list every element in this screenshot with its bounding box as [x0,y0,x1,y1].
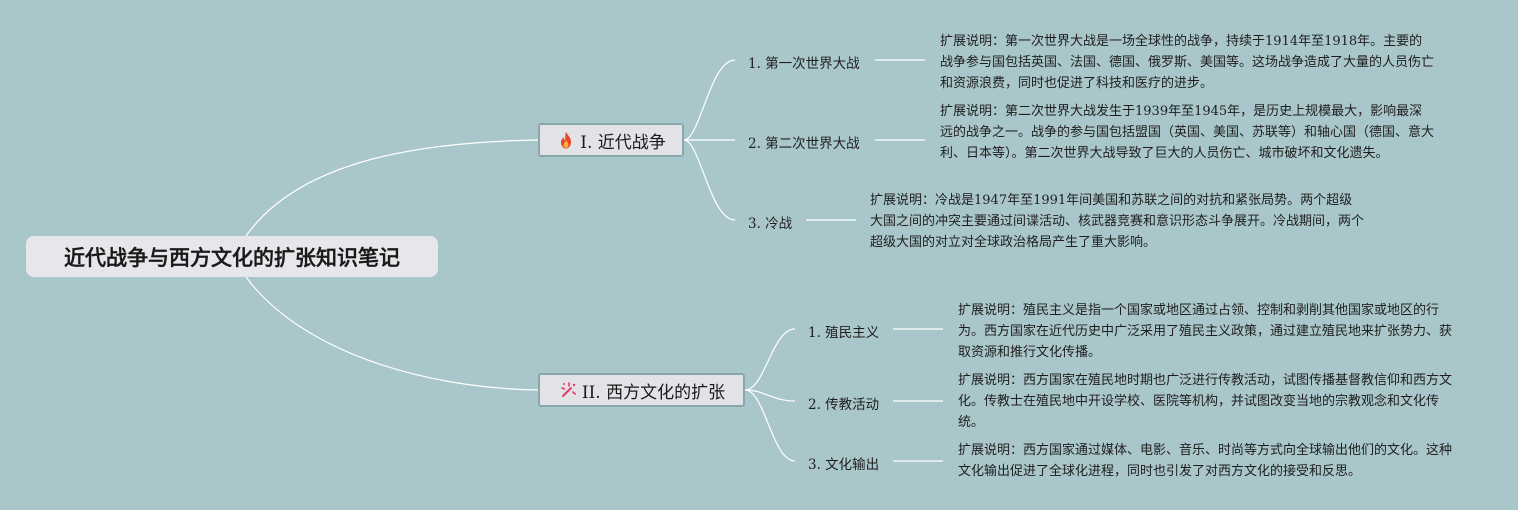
topic-label: II. 西方文化的扩张 [581,382,726,403]
note-cultural-export: 扩展说明：西方国家通过媒体、电影、音乐、时尚等方式向全球输出他们的文化。这种文化… [958,443,1453,479]
topic-label: I. 近代战争 [580,132,666,153]
topic-modern-wars[interactable]: I. 近代战争 [538,123,684,157]
note-colonialism: 扩展说明：殖民主义是指一个国家或地区通过占领、控制和剥削其他国家或地区的行为。西… [958,303,1453,360]
note-missionary: 扩展说明：西方国家在殖民地时期也广泛进行传教活动，试图传播基督教信仰和西方文化。… [958,373,1453,430]
topic-western-culture-expansion[interactable]: II. 西方文化的扩张 [538,373,745,407]
subtopic-cultural-export[interactable]: 3. 文化输出 [808,457,880,473]
fire-icon [561,131,572,149]
subtopic-ww1[interactable]: 1. 第一次世界大战 [748,56,860,72]
subtopic-cold-war[interactable]: 3. 冷战 [748,216,793,232]
note-cold-war: 扩展说明：冷战是1947年至1991年间美国和苏联之间的对抗和紧张局势。两个超级… [870,193,1365,250]
root-title: 近代战争与西方文化的扩张知识笔记 [64,245,400,270]
subtopic-missionary[interactable]: 2. 传教活动 [808,397,880,413]
root-topic[interactable]: 近代战争与西方文化的扩张知识笔记 [26,236,438,277]
note-ww1: 扩展说明：第一次世界大战是一场全球性的战争，持续于1914年至1918年。主要的… [940,34,1435,91]
note-ww2: 扩展说明：第二次世界大战发生于1939年至1945年，是历史上规模最大，影响最深… [940,104,1435,161]
subtopic-ww2[interactable]: 2. 第二次世界大战 [748,136,860,152]
sparkle-wand-icon [561,382,576,397]
subtopic-colonialism[interactable]: 1. 殖民主义 [808,325,880,341]
